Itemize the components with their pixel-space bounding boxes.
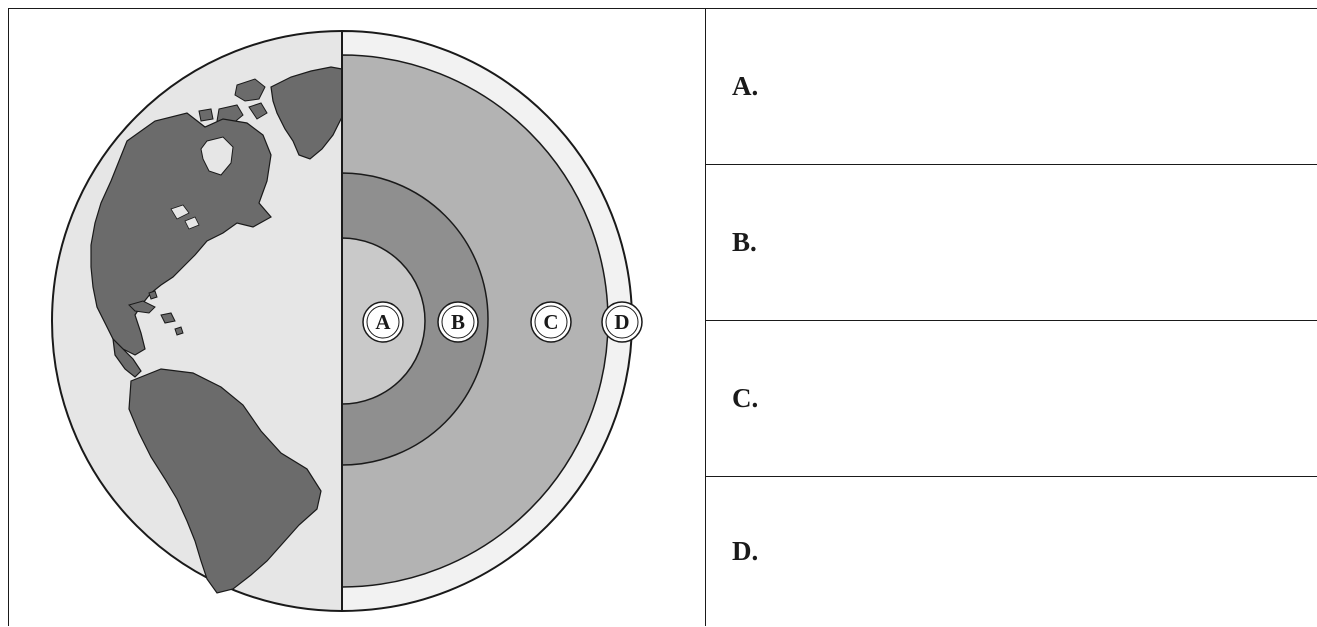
hudson-bay	[200, 136, 234, 176]
landmass-south-america	[128, 368, 322, 594]
answer-label-b: B.	[732, 227, 757, 257]
landmass-arctic-island	[234, 78, 266, 102]
earth-layers-diagram: A B C D	[9, 9, 706, 626]
landmass-central-america	[112, 337, 142, 378]
globe-hemisphere	[51, 30, 342, 612]
landmass-hispaniola	[160, 312, 176, 324]
landmass-arctic-island	[248, 102, 268, 120]
answer-label-a: A.	[732, 71, 759, 101]
answer-row-b[interactable]: B.	[706, 165, 1317, 321]
layer-marker-c: C	[530, 301, 572, 343]
layer-marker-b: B	[437, 301, 479, 343]
landmass-greenland	[270, 66, 342, 160]
answer-column: A. B. C. D.	[706, 9, 1317, 626]
layer-marker-d-label: D	[614, 310, 629, 334]
landmass-caribbean-island	[148, 290, 158, 300]
answer-row-d[interactable]: D.	[706, 477, 1317, 626]
layer-marker-c-label: C	[543, 310, 558, 334]
answer-row-a[interactable]: A.	[706, 9, 1317, 165]
landmass-arctic-island	[198, 108, 214, 122]
layer-marker-b-label: B	[451, 310, 465, 334]
answer-label-c: C.	[732, 383, 759, 413]
landmass-north-america	[90, 112, 272, 356]
layer-marker-a: A	[362, 301, 404, 343]
earth-cross-section: A B C D	[51, 29, 643, 613]
great-lakes	[184, 216, 200, 230]
great-lakes	[170, 204, 190, 220]
landmass-cuba	[128, 300, 156, 314]
layer-marker-a-label: A	[375, 310, 391, 334]
worksheet-table: A B C D A. B. C.	[8, 8, 1317, 626]
answer-row-c[interactable]: C.	[706, 321, 1317, 477]
layer-marker-d: D	[601, 301, 643, 343]
answer-label-d: D.	[732, 536, 759, 566]
landmass-caribbean-island	[174, 326, 184, 336]
